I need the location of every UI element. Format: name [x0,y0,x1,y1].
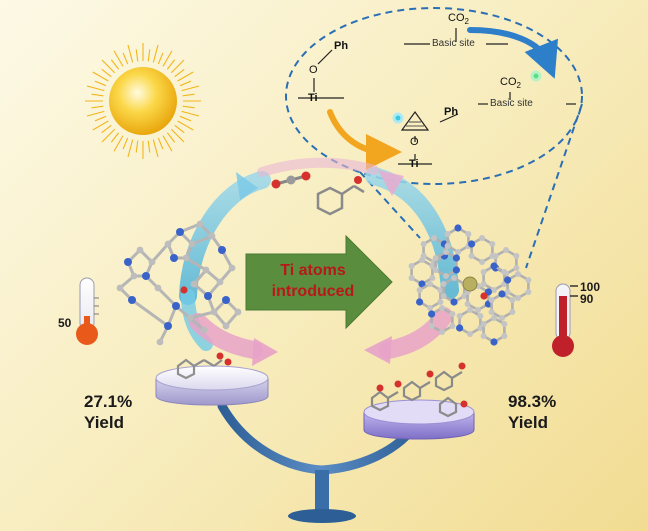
co2-top-label: CO2 [448,12,469,27]
right-temperature-low: 90 [580,292,594,306]
left-yield-value: 27.1% [84,392,133,411]
thermometer-high-icon [552,283,578,357]
right-yield-word: Yield [508,413,548,432]
petri-dish-left [155,352,269,406]
co2-right-label: CO2 [500,76,521,91]
carbon-radical-dot [530,70,542,82]
co2-activation-arrow [467,27,559,79]
ti-doped-framework [408,224,532,346]
right-yield-value: 98.3% [508,392,557,411]
basic-site-top-label: Basic site [432,38,475,49]
co2-epoxide-molecules [271,171,365,216]
mechanism-bonds [298,28,576,165]
o-bottom-label: O [410,136,419,148]
arrow-text-line1: Ti atoms [280,262,346,279]
epoxide-activation-arrow [327,109,402,170]
basic-site-right-label: Basic site [490,98,533,109]
left-temperature: 50 [58,316,72,330]
ti-bottom-label: Ti [409,158,419,170]
carbon-nitride-framework [116,220,242,346]
ti-top-label: Ti [308,92,318,104]
left-yield-word: Yield [84,413,124,432]
thermometer-low-icon [76,277,99,345]
o-top-label: O [309,64,318,76]
balance-stand [217,401,423,523]
ti-introduced-arrow [245,234,393,330]
right-temperature-high: 100 [580,280,601,294]
reaction-cycle [179,157,459,366]
arrow-text-line2: introduced [271,283,355,300]
ph-top-label: Ph [334,40,349,52]
sun-icon [85,43,201,159]
ti-radical-dot [392,112,404,124]
petri-dish-right [363,362,475,440]
ph-bottom-label: Ph [444,106,459,118]
